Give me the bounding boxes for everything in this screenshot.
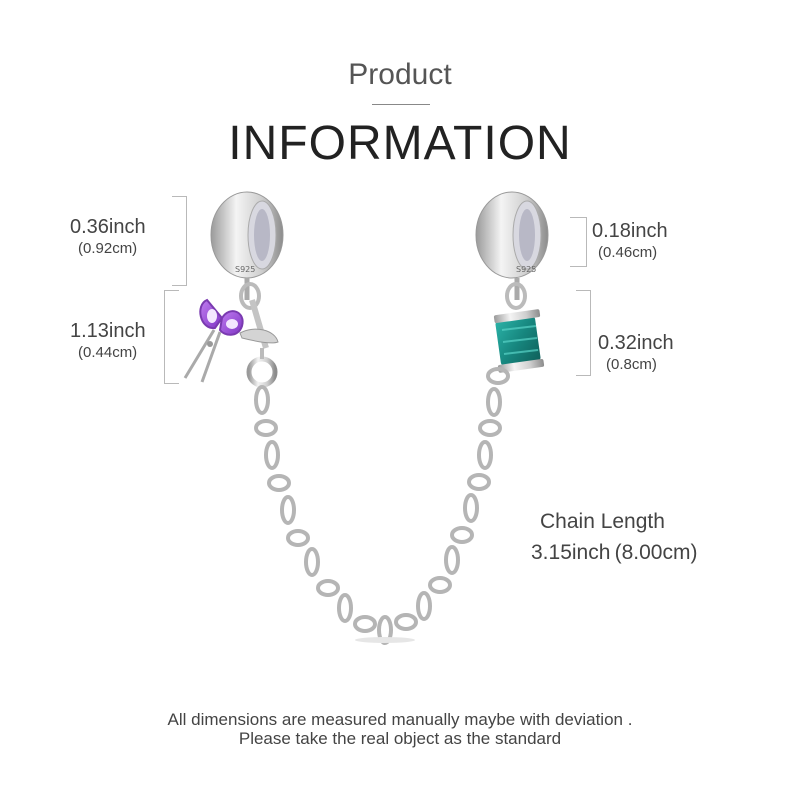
- right-mid-bracket: [576, 290, 591, 376]
- chain-length-value: 3.15inch (8.00cm): [531, 541, 698, 564]
- right-top-cm: (0.46cm): [598, 244, 658, 261]
- right-mid-cm: (0.8cm): [606, 356, 657, 373]
- left-top-bracket: [172, 196, 187, 286]
- thread-spool-charm: [493, 309, 545, 373]
- chain-length-label: Chain Length: [540, 510, 665, 533]
- right-stamp: S925: [516, 265, 536, 274]
- heading-title: INFORMATION: [228, 117, 572, 170]
- right-top-inch: 0.18inch: [592, 220, 668, 242]
- footer-note-line2: Please take the real object as the stand…: [238, 729, 562, 748]
- right-top-bracket: [570, 217, 587, 267]
- needle-charm: [239, 299, 279, 388]
- scissors-charm: [183, 298, 244, 383]
- right-stopper-bead: S925: [475, 191, 549, 279]
- left-stamp: S925: [235, 265, 255, 274]
- footer-note-line1: All dimensions are measured manually may…: [167, 710, 633, 729]
- left-top-cm: (0.92cm): [78, 240, 138, 257]
- safety-chain: [254, 367, 510, 645]
- left-top-inch: 0.36inch: [70, 216, 146, 238]
- heading-subtitle: Product: [348, 58, 452, 91]
- left-mid-bracket: [164, 290, 179, 384]
- left-mid-cm: (0.44cm): [78, 344, 138, 361]
- left-stopper-bead: S925: [210, 191, 284, 279]
- heading-divider: [372, 104, 430, 105]
- right-mid-inch: 0.32inch: [598, 332, 674, 354]
- left-mid-inch: 1.13inch: [70, 320, 146, 342]
